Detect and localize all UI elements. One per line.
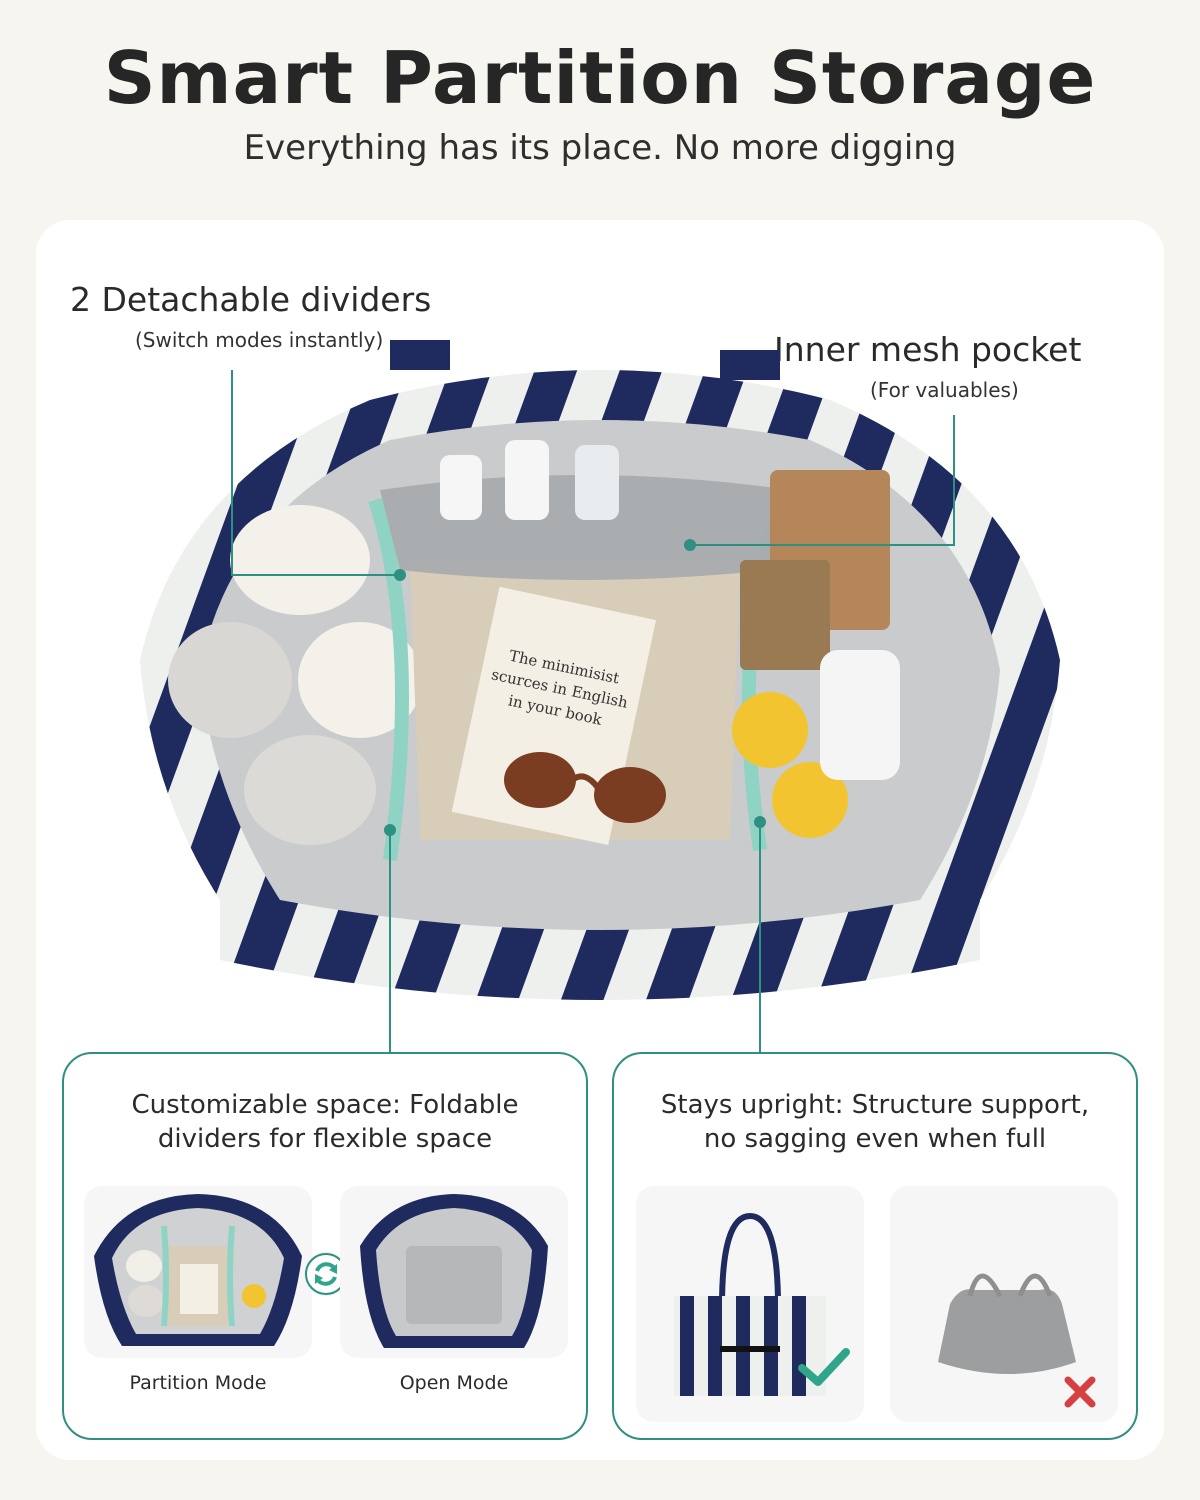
open-mode-label: Open Mode [399,1372,509,1394]
mesh-callout-title: Inner mesh pocket [774,330,1082,369]
hero-bag-image: The minimisist scurces in English in you… [140,340,1060,1000]
panel-right-line-1: Stays upright: Structure support, [660,1090,1090,1120]
page-subtitle: Everything has its place. No more diggin… [243,128,957,168]
panel-left-line-2: dividers for flexible space [157,1124,493,1154]
partition-mode-label: Partition Mode [129,1372,267,1394]
sunglasses [504,752,666,823]
bag-handle-right [720,350,780,380]
feature-panel-upright-title: Stays upright: Structure support, no sag… [614,1088,1136,1156]
feature-panel-customizable: Customizable space: Foldable dividers fo… [62,1052,588,1440]
toiletry-bottles [440,440,619,520]
check-icon [798,1348,850,1386]
upright-bag-thumbnail [636,1186,864,1422]
dividers-callout-title: 2 Detachable dividers [70,280,432,319]
panel-right-line-2: no sagging even when full [703,1124,1047,1154]
feature-panel-customizable-title: Customizable space: Foldable dividers fo… [64,1088,586,1156]
mesh-pocket [380,475,790,580]
mesh-callout-note: (For valuables) [870,378,1019,402]
dividers-callout-note: (Switch modes instantly) [135,328,384,352]
sagging-bag-thumbnail [890,1186,1118,1422]
feature-panel-upright: Stays upright: Structure support, no sag… [612,1052,1138,1440]
panel-left-line-1: Customizable space: Foldable [131,1090,519,1120]
bag-handle-left [390,340,450,370]
cross-icon [1064,1376,1096,1408]
page-title: Smart Partition Storage [103,36,1097,120]
open-mode-thumbnail [340,1186,568,1358]
partition-mode-thumbnail [84,1186,312,1358]
